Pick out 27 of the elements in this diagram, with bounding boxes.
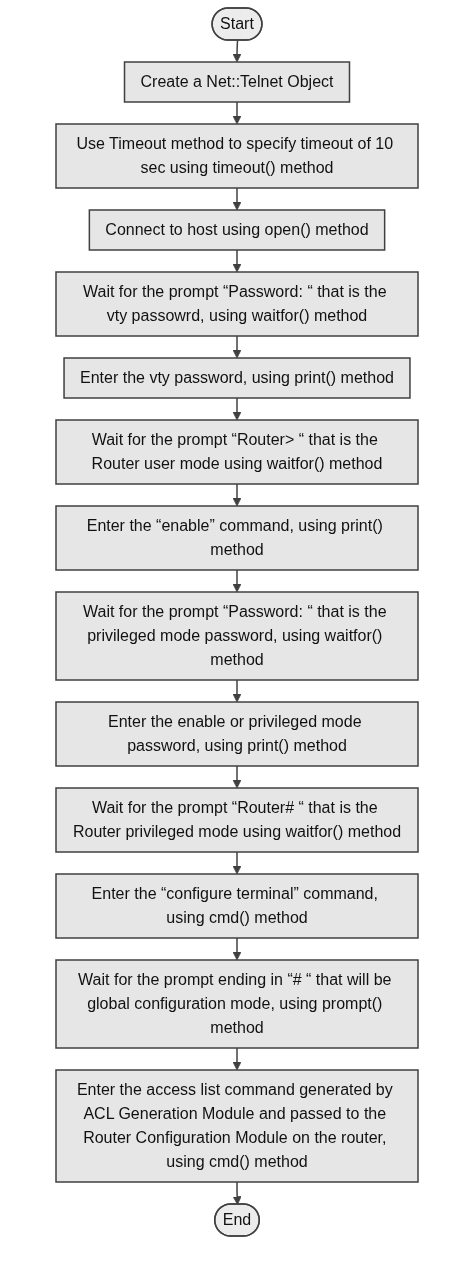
arrow	[232, 851, 242, 875]
node-box: Create a Net::Telnet Object	[123, 61, 351, 103]
node-box: Wait for the prompt ending in “# “ that will be global configuration mode, using prompt() method	[55, 959, 419, 1049]
node-box: Enter the enable or privileged mode password, using print() method	[55, 701, 419, 767]
arrow	[232, 765, 242, 789]
arrow	[232, 679, 242, 703]
arrow	[232, 483, 242, 507]
node-box: Enter the vty password, using print() method	[63, 357, 411, 399]
node-box: Enter the “enable” command, using print() method	[55, 505, 419, 571]
node-box: Enter the access list command generated by ACL Generation Module and passed to the Router Configuration Module on the router, using cmd() method	[55, 1069, 419, 1183]
arrow	[232, 101, 242, 125]
arrow	[232, 937, 242, 961]
arrow	[232, 249, 242, 273]
node-box: Enter the “configure terminal” command, using cmd() method	[55, 873, 419, 939]
arrow	[232, 335, 242, 359]
arrow	[232, 1047, 242, 1071]
arrow	[232, 1181, 242, 1205]
arrow	[232, 397, 242, 421]
arrow	[232, 569, 242, 593]
node-box: Connect to host using open() method	[88, 209, 386, 251]
node-box: Wait for the prompt “Password: “ that is the vty passowrd, using waitfor() method	[55, 271, 419, 337]
node-box: Wait for the prompt “Router# “ that is the Router privileged mode using waitfor() method	[55, 787, 419, 853]
node-box: Wait for the prompt “Password: “ that is the privileged mode password, using waitfor() method	[55, 591, 419, 681]
node-box: Use Timeout method to specify timeout of 10 sec using timeout() method	[55, 123, 419, 189]
node-box: Wait for the prompt “Router> “ that is the Router user mode using waitfor() method	[55, 419, 419, 485]
arrow	[232, 39, 242, 63]
arrow	[232, 187, 242, 211]
